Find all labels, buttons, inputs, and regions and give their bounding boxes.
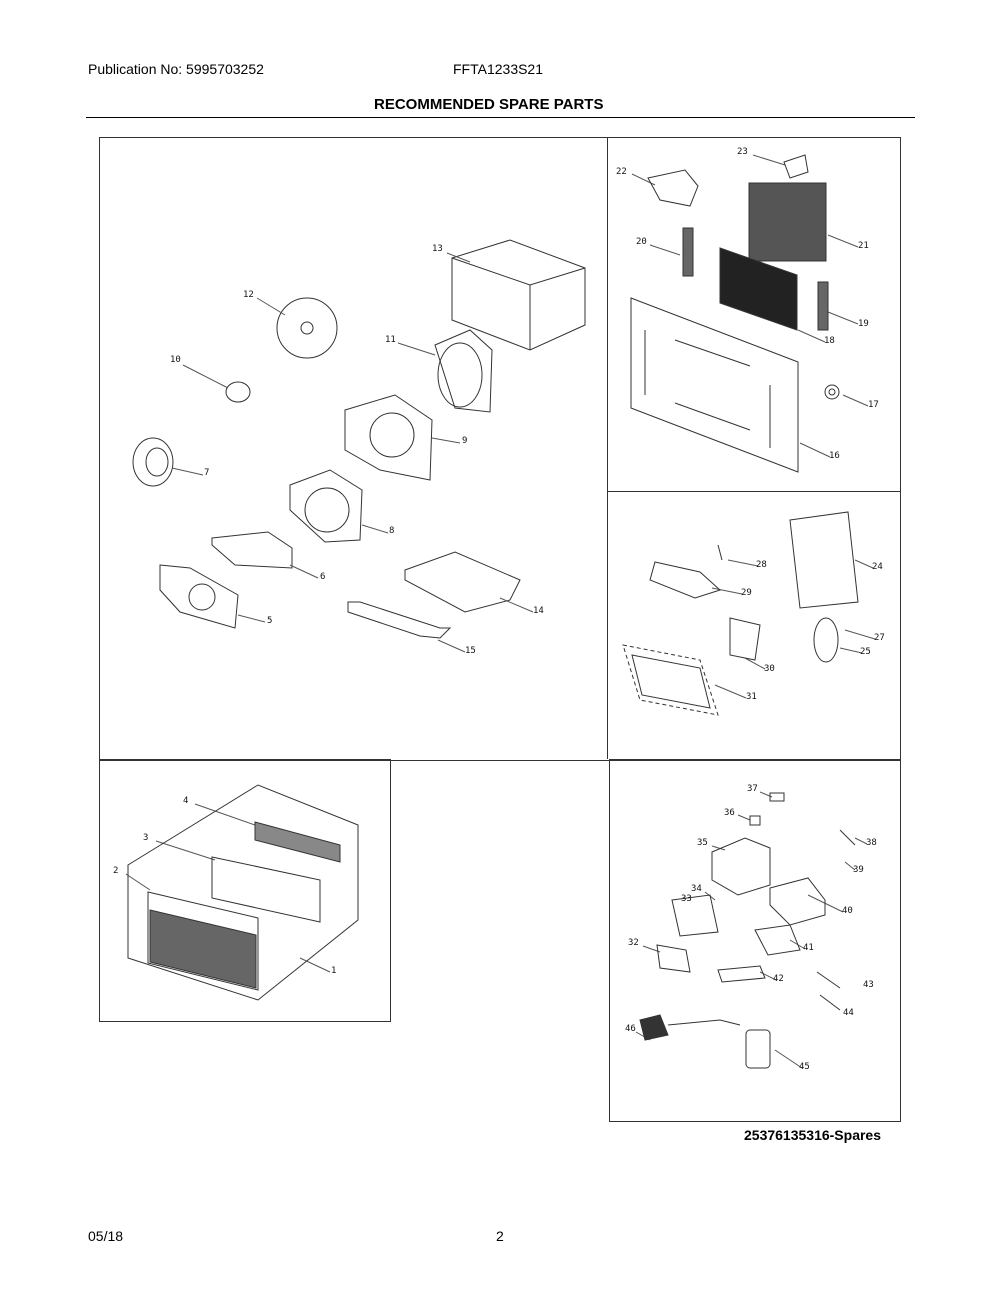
callout-44: 44 <box>843 1008 854 1018</box>
callout-40: 40 <box>842 906 853 916</box>
cabinet-13 <box>451 239 586 351</box>
callout-28: 28 <box>756 560 767 570</box>
blower-wheel-7 <box>132 437 174 487</box>
callout-27: 27 <box>874 633 885 643</box>
callout-20: 20 <box>636 237 647 247</box>
callout-36: 36 <box>724 808 735 818</box>
electrical-panel <box>609 759 901 1122</box>
callout-18: 18 <box>824 336 835 346</box>
callout-43: 43 <box>863 980 874 990</box>
callout-30: 30 <box>764 664 775 674</box>
publication-number: Publication No: 5995703252 <box>88 61 264 77</box>
callout-19: 19 <box>858 319 869 329</box>
callout-37: 37 <box>747 784 758 794</box>
base-pan-14 <box>404 551 521 613</box>
callout-10: 10 <box>170 355 181 365</box>
callout-6: 6 <box>320 572 326 582</box>
callout-32: 32 <box>628 938 639 948</box>
callout-3: 3 <box>143 833 149 843</box>
footer-date: 05/18 <box>88 1228 124 1244</box>
callout-24: 24 <box>872 562 883 572</box>
fan-blade-12 <box>276 297 338 359</box>
callout-7: 7 <box>204 468 210 478</box>
callout-12: 12 <box>243 290 254 300</box>
motor-10 <box>225 381 251 403</box>
partition-5 <box>159 564 239 629</box>
page-title: RECOMMENDED SPARE PARTS <box>374 96 604 113</box>
callout-31: 31 <box>746 692 757 702</box>
duct-6 <box>211 531 293 569</box>
callout-11: 11 <box>385 335 396 345</box>
drain-pan-15 <box>347 601 452 639</box>
callout-45: 45 <box>799 1062 810 1072</box>
callout-13: 13 <box>432 244 443 254</box>
grille-panel <box>607 137 900 492</box>
callout-42: 42 <box>773 974 784 984</box>
sealed-system-panel <box>607 490 900 759</box>
main-panel <box>99 137 901 761</box>
callout-2: 2 <box>113 866 119 876</box>
bracket-9 <box>344 394 433 481</box>
callout-46: 46 <box>625 1024 636 1034</box>
front-panel-group <box>99 759 391 1022</box>
callout-5: 5 <box>267 616 273 626</box>
callout-21: 21 <box>858 241 869 251</box>
scroll-8 <box>289 469 363 543</box>
callout-8: 8 <box>389 526 395 536</box>
shroud-11 <box>434 329 493 413</box>
callout-41: 41 <box>803 943 814 953</box>
callout-29: 29 <box>741 588 752 598</box>
callout-38: 38 <box>866 838 877 848</box>
callout-22: 22 <box>616 167 627 177</box>
callout-15: 15 <box>465 646 476 656</box>
callout-33: 33 <box>681 894 692 904</box>
callout-35: 35 <box>697 838 708 848</box>
callout-17: 17 <box>868 400 879 410</box>
callout-16: 16 <box>829 451 840 461</box>
callout-34: 34 <box>691 884 702 894</box>
callout-1: 1 <box>331 966 337 976</box>
callout-9: 9 <box>462 436 468 446</box>
callout-25: 25 <box>860 647 871 657</box>
diagram-reference: 25376135316-Spares <box>744 1127 882 1143</box>
callout-39: 39 <box>853 865 864 875</box>
callout-14: 14 <box>533 606 544 616</box>
page-number: 2 <box>496 1228 504 1244</box>
callout-4: 4 <box>183 796 189 806</box>
header-divider <box>86 117 915 118</box>
callout-23: 23 <box>737 147 748 157</box>
model-number: FFTA1233S21 <box>453 61 544 77</box>
